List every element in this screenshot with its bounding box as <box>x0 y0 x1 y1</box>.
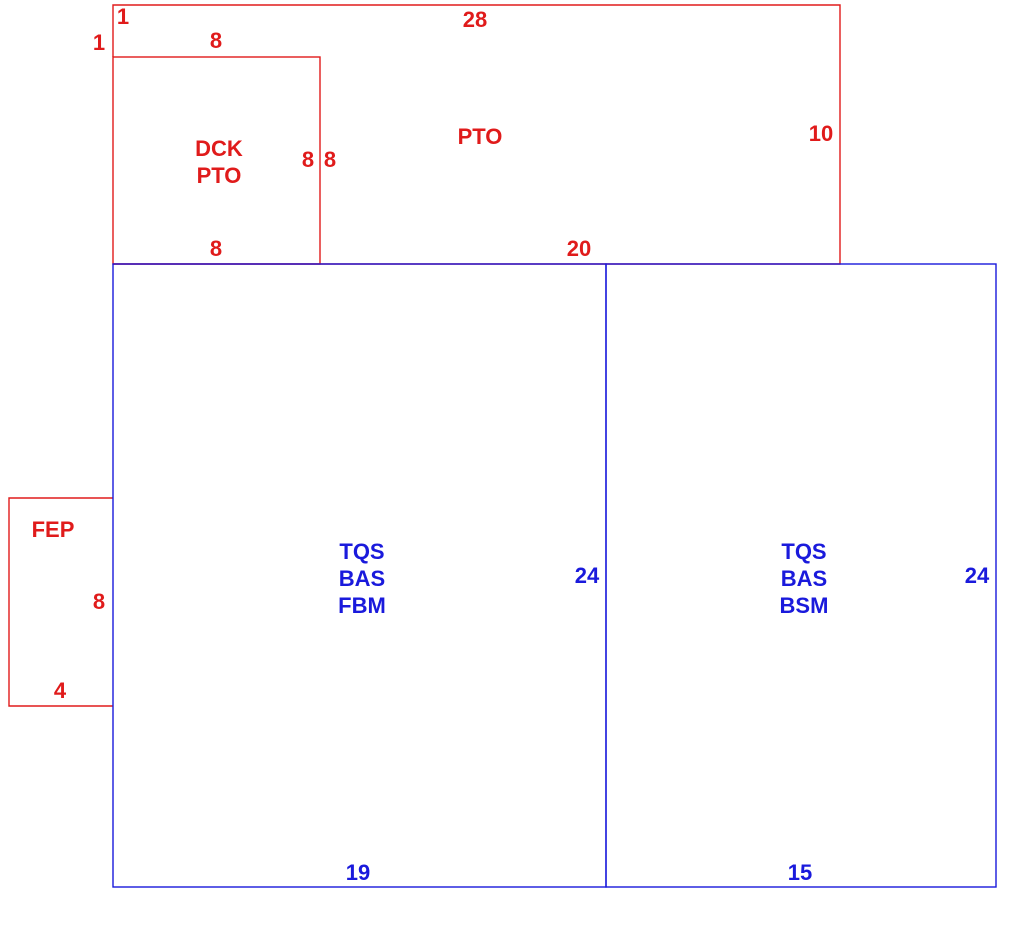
pto-dim-bottom: 20 <box>567 236 591 261</box>
fbm-code-2: BAS <box>339 566 385 591</box>
bsm-dim-right: 24 <box>965 563 990 588</box>
pto-dim-left: 8 <box>324 147 336 172</box>
bsm-code-2: BAS <box>781 566 827 591</box>
pto-dim-right: 10 <box>809 121 833 146</box>
bsm-dim-bottom: 15 <box>788 860 812 885</box>
bsm-code-1: TQS <box>781 539 826 564</box>
fbm-code-3: FBM <box>338 593 386 618</box>
pto-dim-top: 28 <box>463 7 487 32</box>
bsm-code-3: BSM <box>780 593 829 618</box>
fep-dim-right: 8 <box>93 589 105 614</box>
dck-pto-dim-top: 8 <box>210 28 222 53</box>
fep-outline <box>8 497 113 707</box>
fbm-code-1: TQS <box>339 539 384 564</box>
dck-pto-dim-bottom: 8 <box>210 236 222 261</box>
dck-pto-code-2: PTO <box>197 163 242 188</box>
pto-dim-top-offset: 1 <box>117 4 129 29</box>
pto-dim-left-offset: 1 <box>93 30 105 55</box>
fbm-dim-right: 24 <box>575 563 600 588</box>
pto-code: PTO <box>458 124 503 149</box>
dck-pto-dim-right: 8 <box>302 147 314 172</box>
dck-pto-code-1: DCK <box>195 136 243 161</box>
fep-dim-bottom: 4 <box>54 678 67 703</box>
fbm-dim-bottom: 19 <box>346 860 370 885</box>
bsm-outline <box>605 263 997 888</box>
fep-code: FEP <box>32 517 75 542</box>
